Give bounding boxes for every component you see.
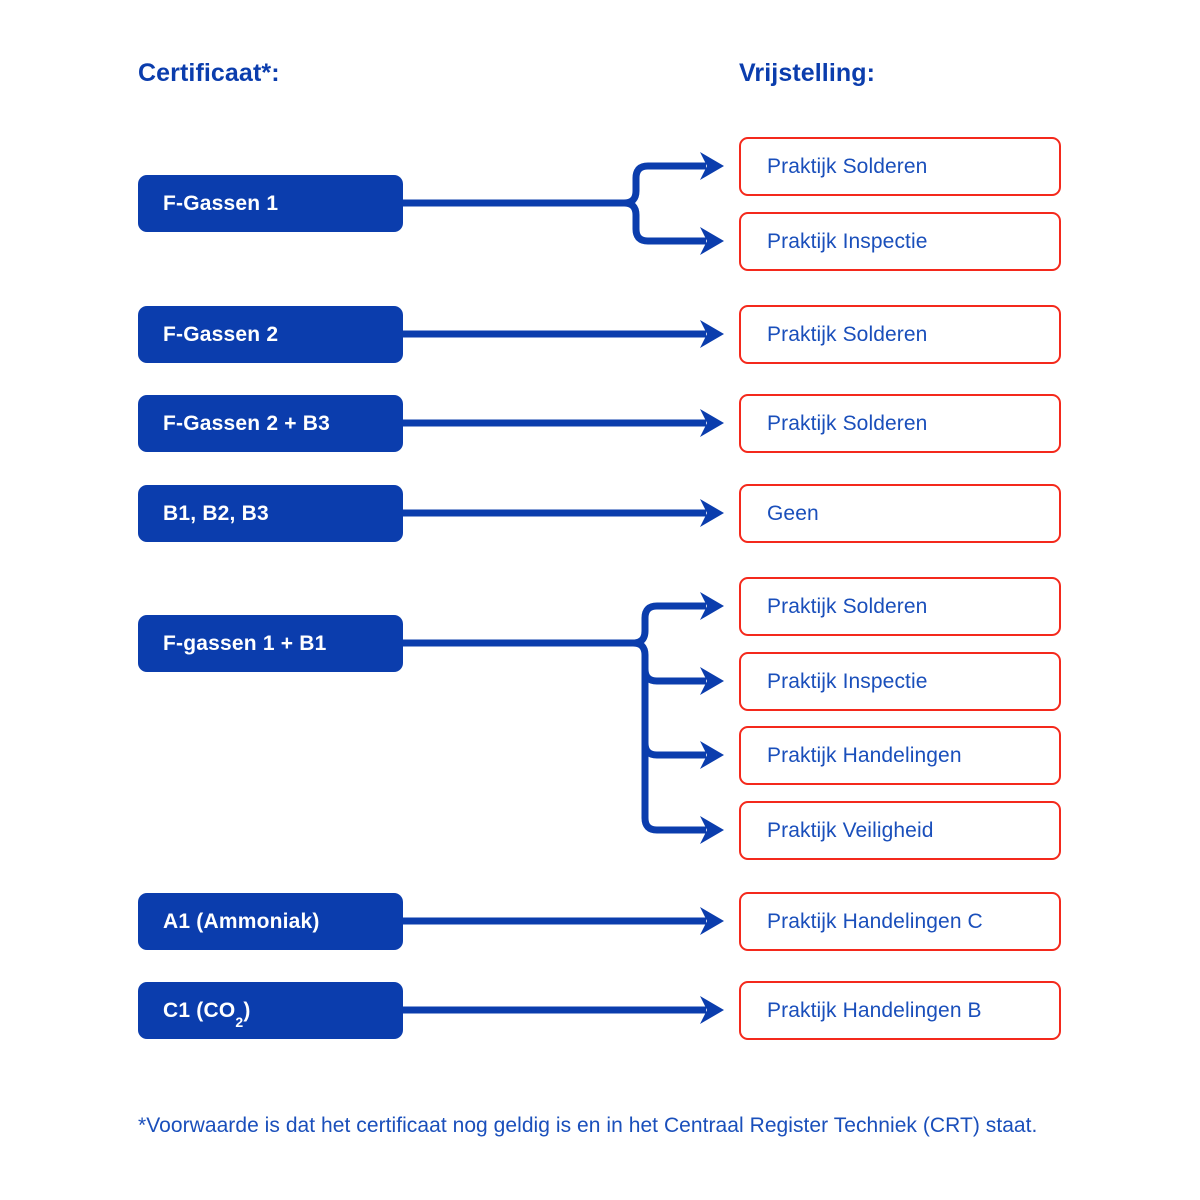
connector-f-gassen-1 bbox=[403, 152, 724, 255]
cert-box-f-gassen-2-b3[interactable]: F-Gassen 2 + B3 bbox=[138, 395, 403, 452]
connector-a1-ammoniak bbox=[403, 907, 724, 935]
exempt-box-label: Praktijk Inspectie bbox=[767, 669, 928, 693]
cert-box-label: F-Gassen 2 + B3 bbox=[163, 411, 330, 435]
cert-box-label: F-gassen 1 + B1 bbox=[163, 631, 327, 655]
exempt-box-label: Praktijk Solderen bbox=[767, 322, 928, 346]
cert-box-f-gassen-1-b1[interactable]: F-gassen 1 + B1 bbox=[138, 615, 403, 672]
column-header-certificaat: Certificaat*: bbox=[138, 59, 280, 87]
connector-f-gassen-1-b1 bbox=[403, 592, 724, 844]
exempt-box-praktijk-handelingen[interactable]: Praktijk Handelingen bbox=[739, 726, 1061, 785]
exempt-box-label: Praktijk Veiligheid bbox=[767, 818, 934, 842]
cert-box-c1-co2[interactable]: C1 (CO2) bbox=[138, 982, 403, 1039]
cert-box-a1-ammoniak[interactable]: A1 (Ammoniak) bbox=[138, 893, 403, 950]
exempt-box-label: Praktijk Handelingen bbox=[767, 743, 962, 767]
cert-box-b1-b2-b3[interactable]: B1, B2, B3 bbox=[138, 485, 403, 542]
exempt-box-praktijk-solderen-1[interactable]: Praktijk Solderen bbox=[739, 137, 1061, 196]
exempt-box-label: Praktijk Handelingen C bbox=[767, 909, 983, 933]
footnote-text: *Voorwaarde is dat het certificaat nog g… bbox=[138, 1114, 1038, 1137]
exempt-box-label: Praktijk Solderen bbox=[767, 154, 928, 178]
connector-f-gassen-2-b3 bbox=[403, 409, 724, 437]
exempt-box-praktijk-veiligheid[interactable]: Praktijk Veiligheid bbox=[739, 801, 1061, 860]
exempt-box-label: Praktijk Inspectie bbox=[767, 229, 928, 253]
cert-box-f-gassen-2[interactable]: F-Gassen 2 bbox=[138, 306, 403, 363]
cert-box-label: F-Gassen 1 bbox=[163, 191, 279, 215]
exempt-box-praktijk-handelingen-c[interactable]: Praktijk Handelingen C bbox=[739, 892, 1061, 951]
exempt-box-praktijk-solderen-2[interactable]: Praktijk Solderen bbox=[739, 305, 1061, 364]
exempt-box-geen[interactable]: Geen bbox=[739, 484, 1061, 543]
exempt-box-label: Praktijk Solderen bbox=[767, 594, 928, 618]
column-header-vrijstelling: Vrijstelling: bbox=[739, 59, 876, 87]
cert-box-label: B1, B2, B3 bbox=[163, 501, 269, 525]
exempt-box-label: Praktijk Solderen bbox=[767, 411, 928, 435]
exempt-box-label: Geen bbox=[767, 501, 819, 525]
cert-box-label: F-Gassen 2 bbox=[163, 322, 279, 346]
cert-box-f-gassen-1[interactable]: F-Gassen 1 bbox=[138, 175, 403, 232]
cert-box-label: A1 (Ammoniak) bbox=[163, 909, 320, 933]
cert-box-label: C1 (CO2) bbox=[163, 998, 251, 1030]
exempt-box-praktijk-inspectie-2[interactable]: Praktijk Inspectie bbox=[739, 652, 1061, 711]
exempt-box-praktijk-solderen-3[interactable]: Praktijk Solderen bbox=[739, 394, 1061, 453]
connector-f-gassen-2 bbox=[403, 320, 724, 348]
connector-c1-co2 bbox=[403, 996, 724, 1024]
exempt-box-label: Praktijk Handelingen B bbox=[767, 998, 982, 1022]
exempt-box-praktijk-handelingen-b[interactable]: Praktijk Handelingen B bbox=[739, 981, 1061, 1040]
exempt-box-praktijk-solderen-4[interactable]: Praktijk Solderen bbox=[739, 577, 1061, 636]
connector-b1-b2-b3 bbox=[403, 499, 724, 527]
exempt-box-praktijk-inspectie-1[interactable]: Praktijk Inspectie bbox=[739, 212, 1061, 271]
